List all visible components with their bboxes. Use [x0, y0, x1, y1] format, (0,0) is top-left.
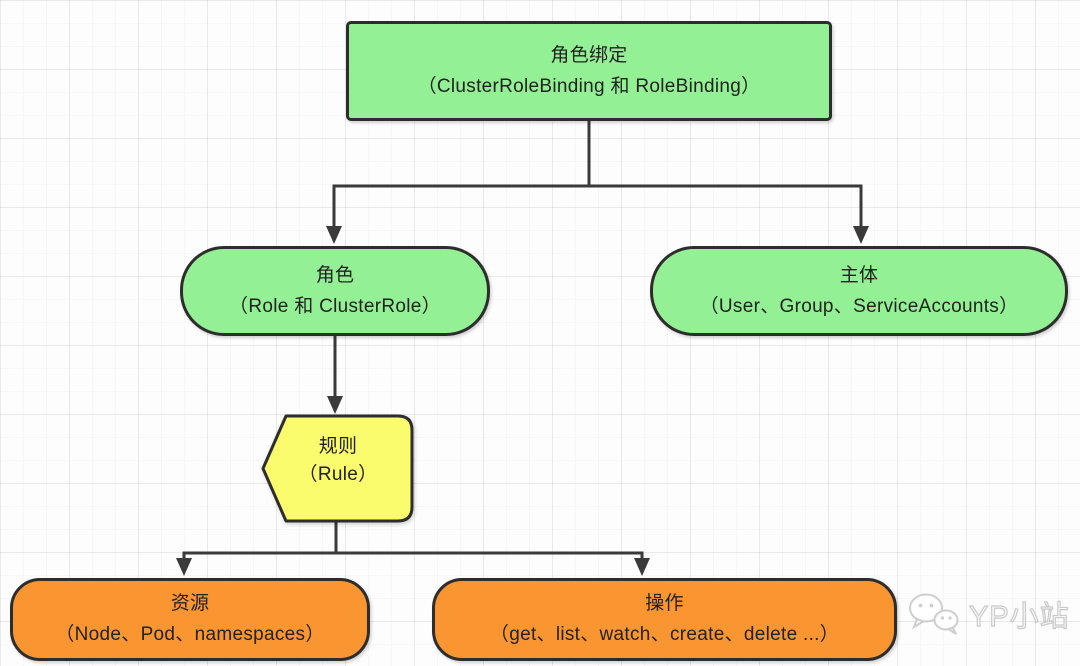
node-rule-shape — [261, 414, 414, 523]
wechat-logo-icon — [909, 593, 959, 635]
connector-rolebinding-children — [332, 119, 863, 229]
node-subtitle: （Rule） — [298, 464, 378, 485]
node-role: 角色 （Role 和 ClusterRole） — [180, 246, 490, 336]
connector-line — [182, 519, 644, 561]
node-operation: 操作 （get、list、watch、create、delete ...） — [432, 578, 897, 661]
node-role-binding: 角色绑定 （ClusterRoleBinding 和 RoleBinding） — [346, 21, 832, 121]
node-title: 规则 — [318, 436, 358, 457]
arrowhead-to-role — [326, 226, 342, 244]
node-title: 资源 — [170, 593, 210, 614]
node-subtitle: （ClusterRoleBinding 和 RoleBinding） — [417, 75, 761, 97]
node-subtitle: （User、Group、ServiceAccounts） — [699, 295, 1019, 317]
node-subject: 主体 （User、Group、ServiceAccounts） — [650, 246, 1068, 336]
arrowhead-to-operation — [634, 558, 650, 576]
node-title: 操作 — [645, 593, 684, 614]
node-rule-label: 规则 （Rule） — [263, 434, 413, 488]
arrowhead-to-subject — [853, 226, 869, 244]
node-subtitle: （Node、Pod、namespaces） — [55, 624, 325, 645]
node-resource: 资源 （Node、Pod、namespaces） — [10, 578, 370, 661]
arrowhead-to-resource — [176, 558, 192, 576]
node-title: 角色 — [315, 264, 355, 286]
node-title: 角色绑定 — [550, 44, 628, 66]
watermark: YP小站 — [906, 590, 1070, 638]
watermark-label: YP小站 — [968, 600, 1070, 633]
node-subtitle: （get、list、watch、create、delete ...） — [489, 624, 840, 645]
arrowhead-to-rule — [327, 396, 343, 414]
node-title: 主体 — [839, 264, 879, 286]
node-subtitle: （Role 和 ClusterRole） — [229, 295, 441, 317]
connector-line — [332, 119, 863, 229]
connector-rule-children — [182, 519, 644, 561]
